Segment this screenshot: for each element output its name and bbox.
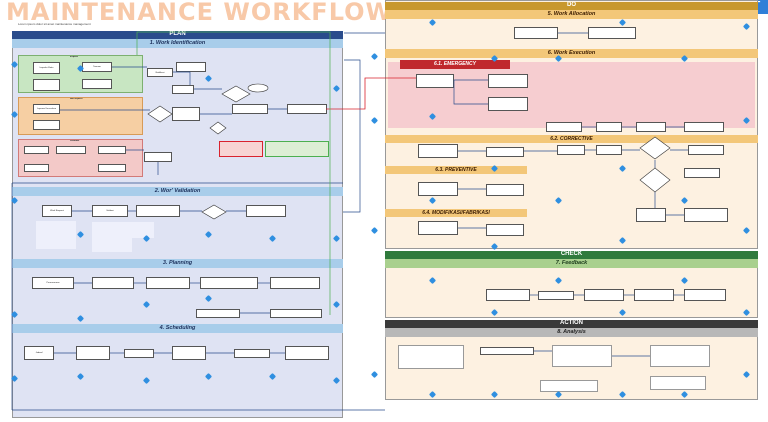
flow-box[interactable] <box>684 168 720 178</box>
flow-box[interactable] <box>486 224 524 236</box>
check-banner: CHECK <box>385 251 758 259</box>
flow-box[interactable]: Work Request <box>42 205 72 217</box>
analysis-note <box>650 376 706 390</box>
page-subtitle: Lorem ipsum dolor sit amet maintenance m… <box>18 22 91 26</box>
validation-note <box>92 222 154 238</box>
flow-box[interactable] <box>56 146 86 154</box>
flow-box[interactable] <box>636 122 666 132</box>
flow-box[interactable] <box>196 309 240 318</box>
plan-section-work-validation: 2. Wor' Validation <box>12 187 343 196</box>
preventive-header: 6.3. PREVENTIVE <box>385 166 527 174</box>
flow-box[interactable] <box>146 277 190 289</box>
flow-box[interactable] <box>92 277 134 289</box>
flow-box[interactable] <box>688 145 724 155</box>
plan-section-scheduling: 4. Scheduling <box>12 324 343 333</box>
criteria-note <box>219 141 263 157</box>
flow-box[interactable]: Perencanaan <box>32 277 74 289</box>
flow-box[interactable] <box>486 184 524 196</box>
flow-box[interactable] <box>596 122 622 132</box>
inspeksi-group-label: Inspeksi <box>70 56 79 58</box>
plan-section-planning: 3. Planning <box>12 259 343 268</box>
validation-note <box>92 238 132 252</box>
flow-box[interactable] <box>33 120 60 130</box>
analysis-note <box>650 345 710 367</box>
flow-box[interactable] <box>488 97 528 111</box>
flow-box[interactable] <box>270 277 320 289</box>
analysis-note <box>552 345 612 367</box>
page-title: MAINTENANCE WORKFLOW <box>6 0 394 26</box>
flow-box[interactable]: Validasi <box>92 205 128 217</box>
non-inspeksi-group-label: Non Inspeksi <box>70 98 83 100</box>
check-section-feedback: 7. Feedback <box>385 259 758 268</box>
flow-box[interactable] <box>596 145 622 155</box>
flow-box[interactable] <box>124 349 154 358</box>
do-banner: DO <box>385 2 758 10</box>
flow-box[interactable] <box>33 79 60 91</box>
flow-box[interactable] <box>418 182 458 196</box>
feedback-group-label: Feedback <box>70 140 80 142</box>
flow-box[interactable] <box>285 346 329 360</box>
flow-box[interactable] <box>200 277 258 289</box>
do-section-work-execution: 6. Work Execution <box>385 49 758 58</box>
flow-box[interactable] <box>176 62 206 72</box>
flow-box[interactable] <box>684 122 724 132</box>
flow-box[interactable] <box>684 208 728 222</box>
flow-box[interactable] <box>136 205 180 217</box>
flow-box[interactable] <box>24 146 49 154</box>
flow-box[interactable] <box>270 309 322 318</box>
flow-box[interactable]: Laporan Kerusakan <box>33 104 60 114</box>
flow-box[interactable] <box>488 74 528 88</box>
plan-section-work-identification: 1. Work Identification <box>12 39 343 48</box>
analysis-note <box>398 345 464 369</box>
flow-box[interactable] <box>98 146 126 154</box>
flow-box[interactable] <box>416 74 454 88</box>
flow-box[interactable]: Notifikasi <box>147 68 173 77</box>
flow-box[interactable] <box>172 346 206 360</box>
flow-box[interactable] <box>234 349 270 358</box>
flow-box[interactable] <box>24 164 49 172</box>
action-banner: ACTION <box>385 320 758 328</box>
action-section-analysis: 8. Analysis <box>385 328 758 337</box>
plan-banner: PLAN <box>12 31 343 39</box>
flow-box[interactable] <box>584 289 624 301</box>
flow-box[interactable] <box>418 144 458 158</box>
flow-box[interactable] <box>634 289 674 301</box>
flow-box[interactable] <box>636 208 666 222</box>
flow-box[interactable] <box>514 27 558 39</box>
flow-box[interactable] <box>486 147 524 157</box>
flow-box[interactable] <box>480 347 534 355</box>
criteria-note <box>265 141 329 157</box>
flow-box[interactable] <box>144 152 172 162</box>
do-section-work-allocation: 5. Work Allocation <box>385 10 758 19</box>
flow-box[interactable] <box>538 291 574 300</box>
flow-box[interactable]: Inspeksi Rutin <box>33 62 60 74</box>
flow-box[interactable]: Jadwal <box>24 346 54 360</box>
flow-box[interactable] <box>684 289 726 301</box>
flow-box[interactable] <box>82 79 112 89</box>
analysis-note <box>540 380 598 392</box>
emergency-area <box>388 62 755 128</box>
validation-note <box>36 221 76 249</box>
flow-box[interactable] <box>232 104 268 114</box>
flow-box[interactable] <box>557 145 585 155</box>
flow-box[interactable] <box>76 346 110 360</box>
flow-box[interactable] <box>98 164 126 172</box>
flow-box[interactable] <box>246 205 286 217</box>
emergency-header: 6.1. EMERGENCY <box>400 60 510 69</box>
flow-box[interactable] <box>418 221 458 235</box>
corrective-header: 6.2. CORRECTIVE <box>385 135 758 143</box>
flow-box[interactable] <box>588 27 636 39</box>
flow-box[interactable] <box>172 85 194 94</box>
flow-box[interactable] <box>486 289 530 301</box>
flow-box[interactable] <box>546 122 582 132</box>
modifikasi-header: 6.4. MODIFIKASI/FABRIKASI <box>385 209 527 217</box>
